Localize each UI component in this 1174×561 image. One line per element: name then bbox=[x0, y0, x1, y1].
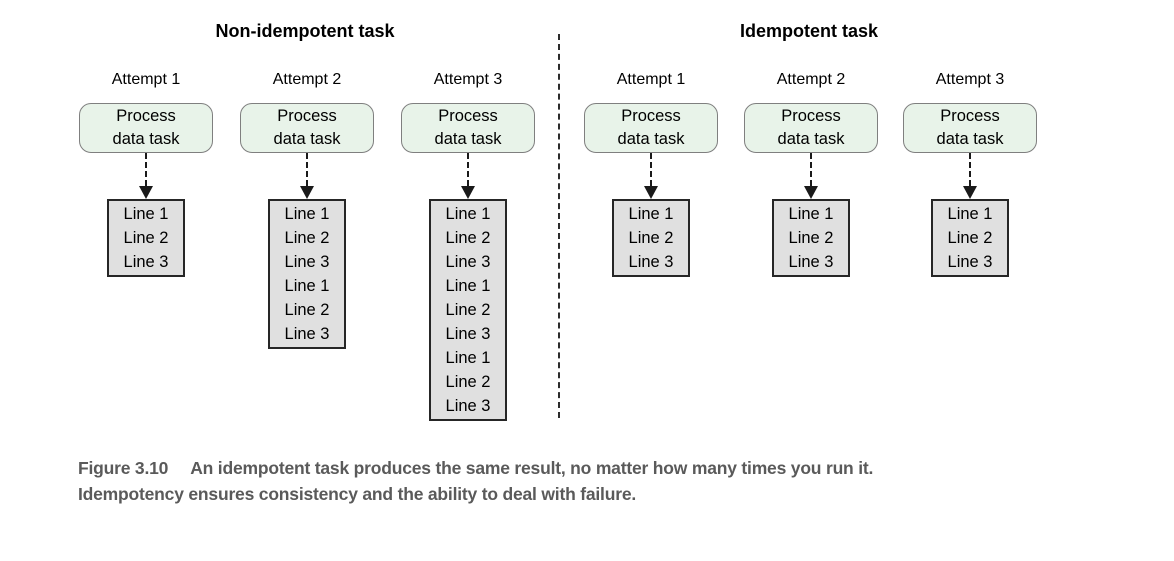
dashed-arrow bbox=[461, 153, 475, 199]
output-line: Line 3 bbox=[445, 397, 491, 415]
output-line: Line 2 bbox=[947, 229, 993, 247]
process-task-box: Process data task bbox=[903, 103, 1037, 153]
arrow-head-icon bbox=[461, 186, 475, 199]
attempt-column: Attempt 2 Process data task Line 1 Line … bbox=[726, 70, 896, 277]
arrow-line bbox=[969, 153, 971, 186]
output-line: Line 2 bbox=[284, 229, 330, 247]
dashed-arrow bbox=[804, 153, 818, 199]
figure-caption-line-1: Figure 3.10 An idempotent task produces t… bbox=[78, 455, 1098, 481]
output-line: Line 2 bbox=[445, 229, 491, 247]
output-line: Line 1 bbox=[284, 205, 330, 223]
attempt-column: Attempt 2 Process data task Line 1 Line … bbox=[222, 70, 392, 349]
attempt-column: Attempt 3 Process data task Line 1 Line … bbox=[885, 70, 1055, 277]
attempt-column: Attempt 1 Process data task Line 1 Line … bbox=[61, 70, 231, 277]
process-task-box: Process data task bbox=[401, 103, 535, 153]
attempt-label: Attempt 3 bbox=[935, 71, 1005, 88]
attempt-label: Attempt 3 bbox=[433, 71, 503, 88]
output-box: Line 1 Line 2 Line 3 bbox=[931, 199, 1009, 277]
output-line: Line 1 bbox=[445, 205, 491, 223]
output-line: Line 2 bbox=[123, 229, 169, 247]
arrow-line bbox=[467, 153, 469, 186]
output-line: Line 2 bbox=[445, 373, 491, 391]
output-box: Line 1 Line 2 Line 3 bbox=[772, 199, 850, 277]
output-line: Line 3 bbox=[628, 253, 674, 271]
dashed-arrow bbox=[300, 153, 314, 199]
arrow-head-icon bbox=[804, 186, 818, 199]
output-line: Line 1 bbox=[947, 205, 993, 223]
output-line: Line 3 bbox=[445, 253, 491, 271]
group-title-non-idempotent: Non-idempotent task bbox=[215, 21, 395, 41]
attempt-label: Attempt 1 bbox=[616, 71, 686, 88]
output-box: Line 1 Line 2 Line 3 Line 1 Line 2 Line … bbox=[429, 199, 507, 421]
output-line: Line 2 bbox=[788, 229, 834, 247]
output-line: Line 3 bbox=[788, 253, 834, 271]
dashed-arrow bbox=[139, 153, 153, 199]
output-line: Line 1 bbox=[284, 277, 330, 295]
output-line: Line 1 bbox=[123, 205, 169, 223]
output-line: Line 3 bbox=[445, 325, 491, 343]
output-line: Line 3 bbox=[947, 253, 993, 271]
output-line: Line 3 bbox=[284, 253, 330, 271]
arrow-head-icon bbox=[300, 186, 314, 199]
output-box: Line 1 Line 2 Line 3 bbox=[612, 199, 690, 277]
arrow-head-icon bbox=[139, 186, 153, 199]
arrow-line bbox=[650, 153, 652, 186]
output-box: Line 1 Line 2 Line 3 bbox=[107, 199, 185, 277]
output-line: Line 1 bbox=[628, 205, 674, 223]
attempt-label: Attempt 1 bbox=[111, 71, 181, 88]
output-line: Line 1 bbox=[445, 349, 491, 367]
attempt-label: Attempt 2 bbox=[776, 71, 846, 88]
arrow-line bbox=[306, 153, 308, 186]
figure-caption-label: Figure 3.10 bbox=[78, 458, 169, 478]
output-line: Line 2 bbox=[628, 229, 674, 247]
output-line: Line 1 bbox=[445, 277, 491, 295]
attempt-column: Attempt 3 Process data task Line 1 Line … bbox=[383, 70, 553, 421]
arrow-head-icon bbox=[963, 186, 977, 199]
figure-caption-text-1: An idempotent task produces the same res… bbox=[190, 458, 874, 478]
dashed-arrow bbox=[963, 153, 977, 199]
process-task-box: Process data task bbox=[79, 103, 213, 153]
figure-caption: Figure 3.10 An idempotent task produces t… bbox=[78, 455, 1098, 507]
arrow-head-icon bbox=[644, 186, 658, 199]
figure-caption-line-2: Idempotency ensures consistency and the … bbox=[78, 484, 637, 504]
output-line: Line 2 bbox=[445, 301, 491, 319]
process-task-box: Process data task bbox=[240, 103, 374, 153]
group-title-idempotent: Idempotent task bbox=[739, 21, 879, 41]
output-box: Line 1 Line 2 Line 3 Line 1 Line 2 Line … bbox=[268, 199, 346, 349]
attempt-label: Attempt 2 bbox=[272, 71, 342, 88]
arrow-line bbox=[810, 153, 812, 186]
process-task-box: Process data task bbox=[744, 103, 878, 153]
output-line: Line 2 bbox=[284, 301, 330, 319]
dashed-arrow bbox=[644, 153, 658, 199]
output-line: Line 3 bbox=[123, 253, 169, 271]
arrow-line bbox=[145, 153, 147, 186]
group-divider-dashed-line bbox=[558, 34, 560, 418]
output-line: Line 3 bbox=[284, 325, 330, 343]
attempt-column: Attempt 1 Process data task Line 1 Line … bbox=[566, 70, 736, 277]
process-task-box: Process data task bbox=[584, 103, 718, 153]
output-line: Line 1 bbox=[788, 205, 834, 223]
